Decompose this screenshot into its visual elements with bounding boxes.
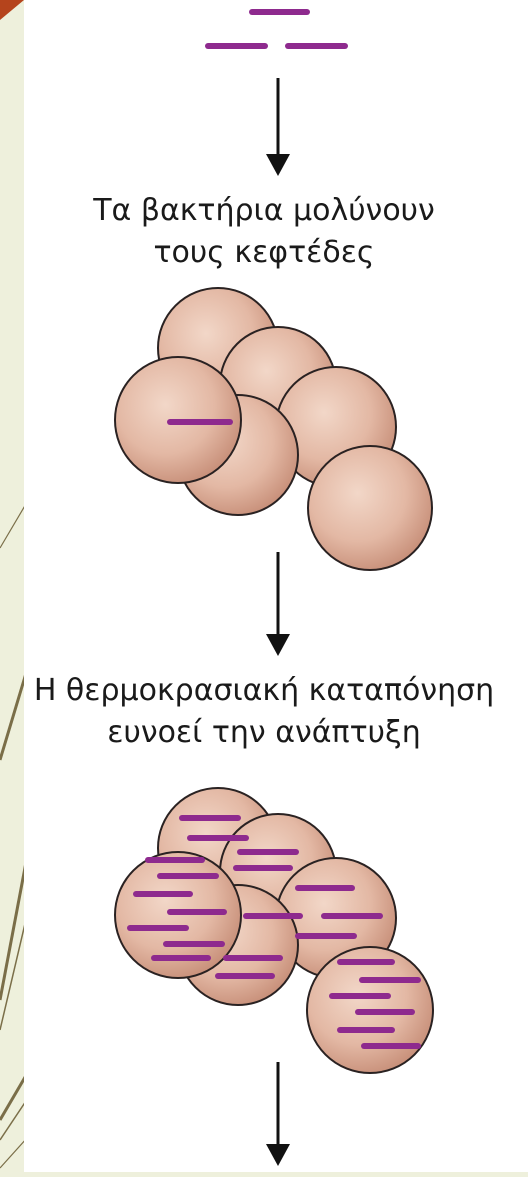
- slide-panel: [24, 0, 528, 1172]
- step-caption-line2: τους κεφτέδες: [0, 232, 528, 274]
- step-caption-line1: Η θερμοκρασιακή καταπόνηση: [0, 670, 528, 712]
- step-caption-line1: Τα βακτήρια μολύνουν: [0, 190, 528, 232]
- step-caption-line2: ευνοεί την ανάπτυξη: [0, 712, 528, 754]
- meatball: [308, 446, 432, 570]
